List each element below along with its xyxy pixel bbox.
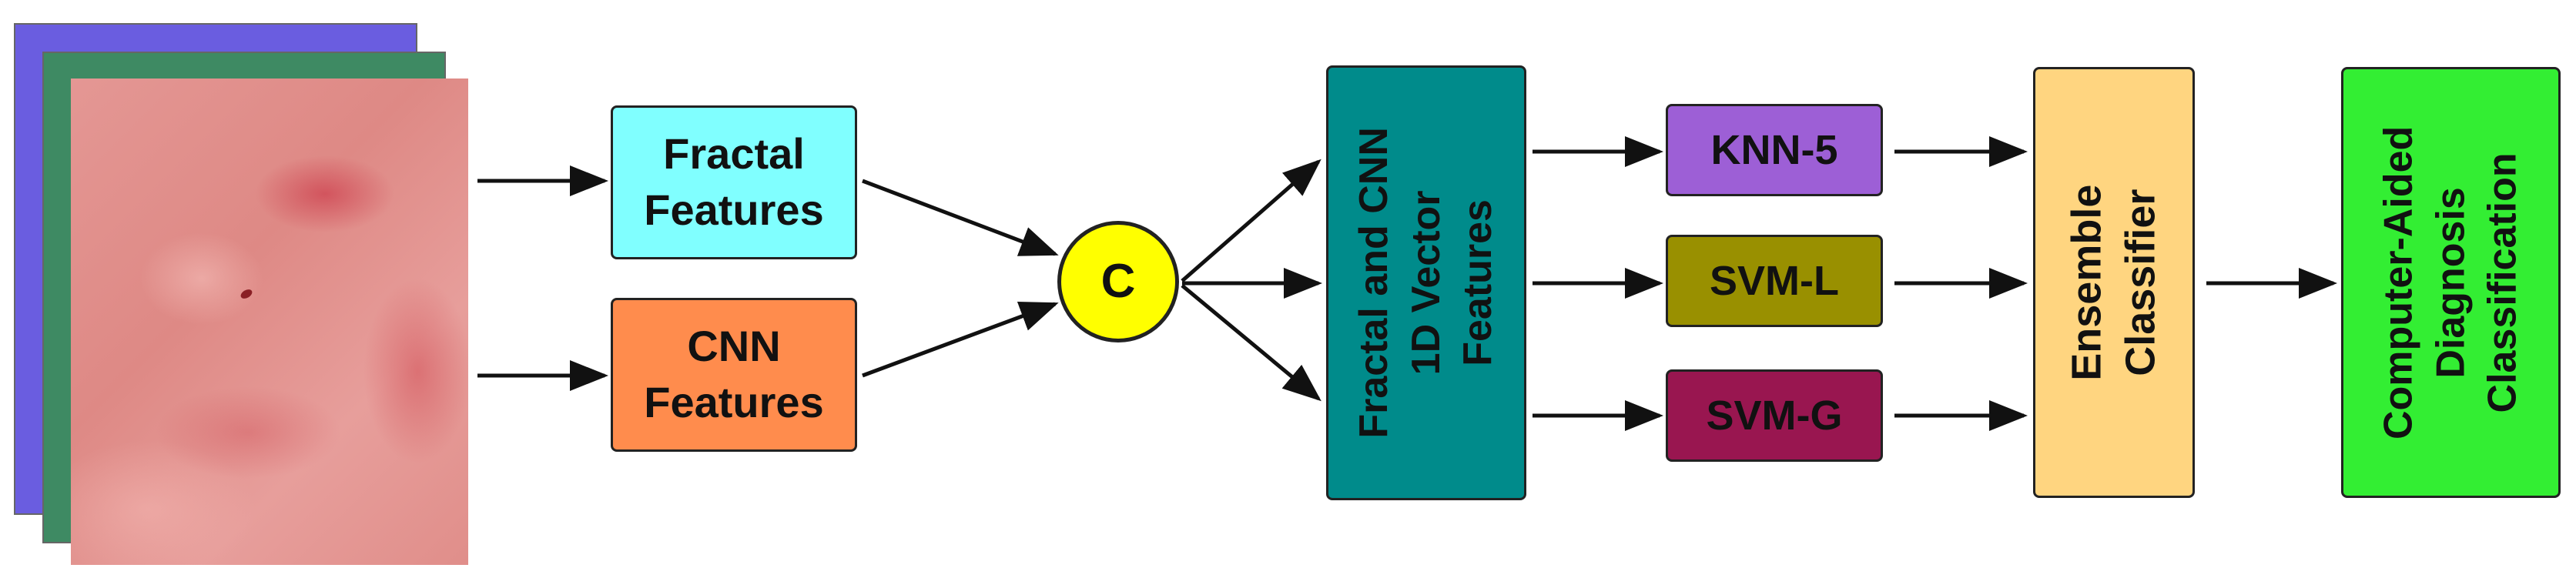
cnn-features-box: CNN Features xyxy=(611,298,857,452)
knn-5-box: KNN-5 xyxy=(1666,104,1883,196)
concatenation-node: C xyxy=(1057,221,1179,342)
cad-classification-box: Computer-Aided Diagnosis Classification xyxy=(2341,67,2561,498)
fractal-features-label: Fractal Features xyxy=(644,129,824,234)
fractal-features-box: Fractal Features xyxy=(611,105,857,259)
svm-g-box: SVM-G xyxy=(1666,369,1883,462)
arrow-fractal-to-concat xyxy=(862,179,1059,256)
svm-l-box: SVM-L xyxy=(1666,235,1883,327)
arrow-cnn-to-concat xyxy=(862,301,1059,378)
vector-features-box: Fractal and CNN 1D Vector Features xyxy=(1326,65,1526,500)
knn-5-label: KNN-5 xyxy=(1710,126,1838,173)
arrow-concat-to-vector-top xyxy=(1181,159,1321,282)
skin-lesion-image xyxy=(71,79,468,565)
svm-l-label: SVM-L xyxy=(1710,257,1839,304)
cnn-features-label: CNN Features xyxy=(644,322,824,426)
ensemble-classifier-box: Ensemble Classifier xyxy=(2033,67,2195,498)
svm-g-label: SVM-G xyxy=(1706,392,1843,439)
arrow-concat-to-vector-bottom xyxy=(1181,284,1321,402)
concatenation-label: C xyxy=(1100,254,1136,308)
